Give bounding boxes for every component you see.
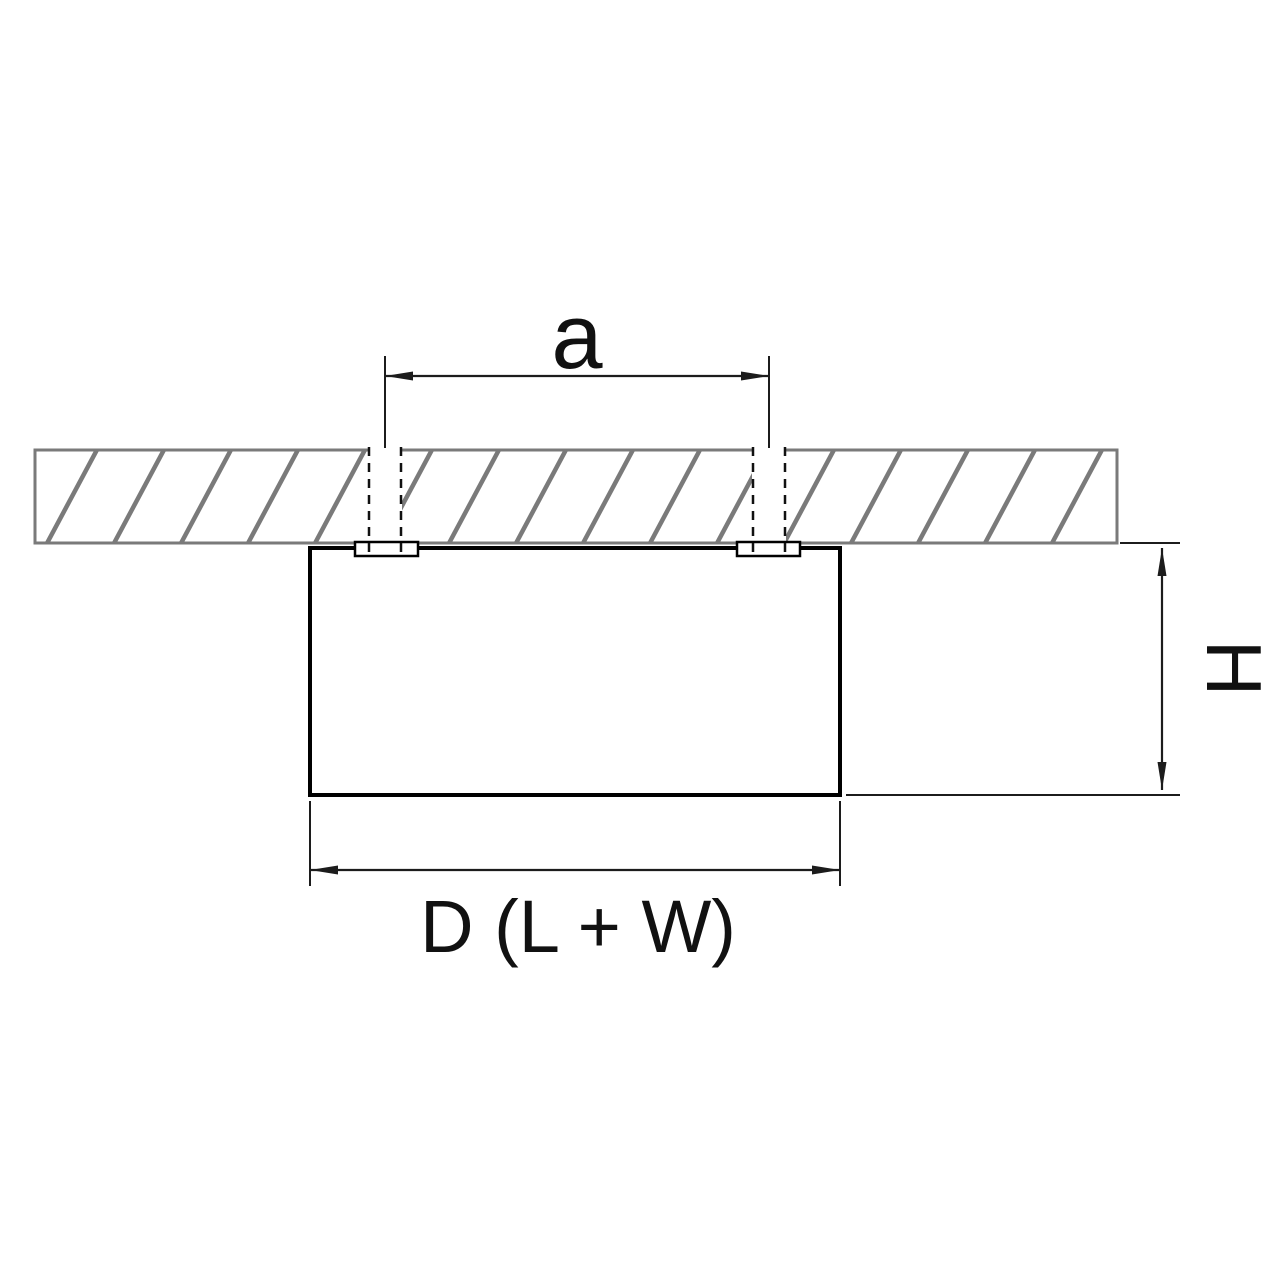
left-cutout-slot [368,447,402,546]
left-cutout-dashed-edges [367,447,403,557]
dimension-a: a [384,286,770,448]
fixture-body [308,546,842,797]
right-mounting-tab [735,540,802,558]
dimension-h: H [846,542,1278,796]
right-cutout-slot [752,447,786,546]
dimension-h-label: H [1190,640,1278,696]
dimension-a-label: a [551,286,603,388]
right-cutout-dashed-edges [751,447,787,557]
dimension-d: D (L + W) [309,801,841,968]
ceiling-slab [33,448,1119,545]
dimension-d-label: D (L + W) [420,885,736,968]
left-mounting-tab [353,540,420,558]
